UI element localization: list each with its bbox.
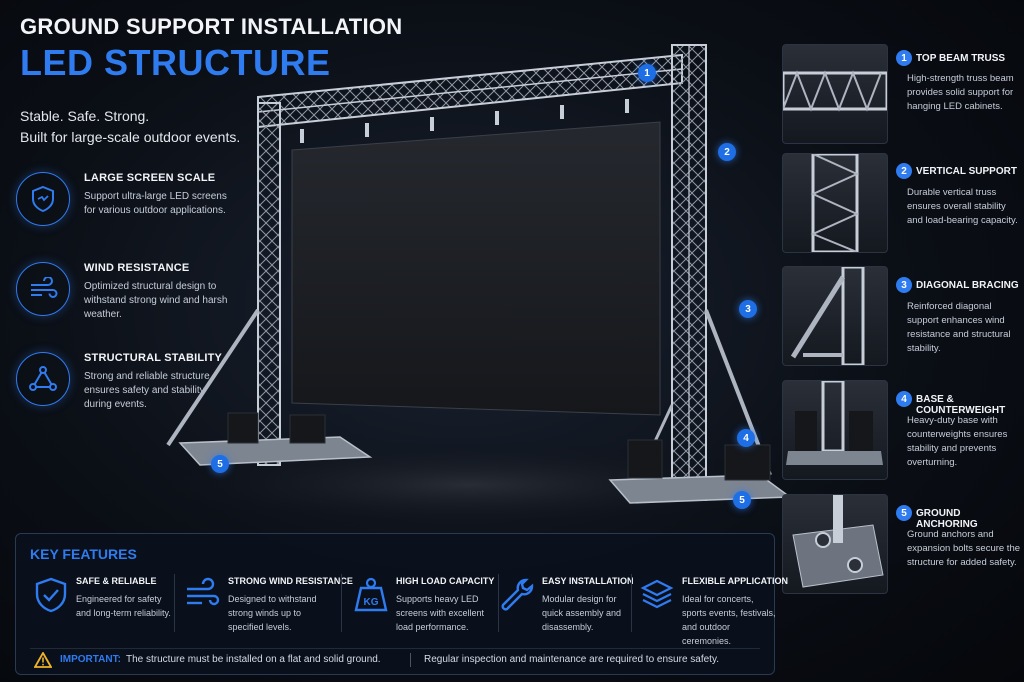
hanging-clamps	[300, 99, 629, 143]
left-diagonal-brace	[166, 308, 260, 447]
component-desc: High-strength truss beam provides solid …	[907, 73, 1014, 112]
tagline-secondary: Built for large-scale outdoor events.	[20, 129, 241, 145]
callout-marker: 2	[718, 143, 736, 161]
component-desc: Ground anchors and expansion bolts secur…	[907, 529, 1021, 568]
feature-title: WIND RESISTANCE	[84, 262, 190, 274]
wrench-icon	[501, 578, 534, 611]
component-image-diagonal	[782, 266, 888, 366]
component-number: 3	[896, 277, 912, 293]
feature-desc: Support ultra-large LED screens for vari…	[84, 191, 227, 216]
important-notice: IMPORTANT: The structure must be install…	[30, 648, 760, 669]
component-image-vertical	[782, 153, 888, 253]
component-desc: Durable vertical truss ensures overall s…	[907, 187, 1018, 226]
divider	[631, 574, 632, 632]
divider	[410, 653, 411, 667]
weight-kg-label: KG	[364, 597, 379, 608]
left-vertical-truss	[257, 102, 281, 466]
feature-title: STRUCTURAL STABILITY	[84, 352, 223, 364]
key-feature-title: HIGH LOAD CAPACITY	[396, 576, 495, 586]
key-features-title: KEY FEATURES	[30, 546, 137, 562]
component-title: VERTICAL SUPPORT	[916, 166, 1017, 177]
callout-marker: 5	[211, 455, 229, 473]
key-feature-flexible: FLEXIBLE APPLICATION Ideal for concerts,…	[632, 572, 788, 646]
feature-desc: Optimized structural design to withstand…	[84, 281, 228, 320]
key-feature-desc: Designed to withstand strong winds up to…	[228, 594, 317, 632]
feature-title: LARGE SCREEN SCALE	[84, 172, 216, 184]
key-feature-title: STRONG WIND RESISTANCE	[228, 576, 353, 586]
component-image-top-beam	[782, 44, 888, 144]
feature-structural-stability: STRUCTURAL STABILITY Strong and reliable…	[16, 352, 236, 432]
key-feature-load: KG HIGH LOAD CAPACITY Supports heavy LED…	[346, 572, 496, 642]
key-feature-desc: Ideal for concerts, sports events, festi…	[682, 594, 776, 646]
callout-marker: 3	[739, 300, 757, 318]
component-desc: Heavy-duty base with counterweights ensu…	[907, 415, 1008, 468]
triangle-nodes-icon	[16, 352, 70, 406]
divider	[498, 574, 499, 632]
component-title: BASE & COUNTERWEIGHT	[916, 394, 1006, 416]
key-feature-safe: SAFE & RELIABLE Engineered for safety an…	[26, 572, 176, 642]
feature-desc: Strong and reliable structure ensures sa…	[84, 371, 210, 410]
page-subtitle: LED STRUCTURE	[20, 42, 331, 83]
shield-check-icon	[35, 577, 67, 613]
component-number: 5	[896, 505, 912, 521]
component-image-anchoring	[782, 494, 888, 594]
key-feature-title: FLEXIBLE APPLICATION	[682, 576, 789, 586]
component-image-base	[782, 380, 888, 480]
callout-marker: 5	[733, 491, 751, 509]
key-feature-installation: EASY INSTALLATION Modular design for qui…	[492, 572, 642, 642]
feature-large-screen: LARGE SCREEN SCALE Support ultra-large L…	[16, 172, 236, 252]
callout-marker: 1	[638, 64, 656, 82]
component-title: GROUND ANCHORING	[916, 508, 978, 530]
component-number: 2	[896, 163, 912, 179]
tagline-primary: Stable. Safe. Strong.	[20, 108, 150, 124]
counterweights	[227, 412, 771, 481]
key-feature-desc: Supports heavy LED screens with excellen…	[396, 594, 485, 632]
layers-icon	[640, 579, 674, 609]
key-feature-desc: Engineered for safety and long-term reli…	[76, 594, 171, 618]
left-base-plate	[178, 436, 373, 466]
led-structure-illustration	[140, 44, 790, 530]
feature-wind-resistance: WIND RESISTANCE Optimized structural des…	[16, 262, 236, 342]
weight-kg-icon: KG	[354, 577, 388, 612]
divider	[341, 574, 342, 632]
component-number: 4	[896, 391, 912, 407]
key-features-panel: KEY FEATURES SAFE & RELIABLE Engineered …	[15, 533, 788, 675]
component-desc: Reinforced diagonal support enhances win…	[907, 301, 1011, 354]
key-feature-title: EASY INSTALLATION	[542, 576, 634, 586]
key-feature-wind: STRONG WIND RESISTANCE Designed to withs…	[178, 572, 353, 642]
component-number: 1	[896, 50, 912, 66]
key-feature-title: SAFE & RELIABLE	[76, 576, 157, 586]
important-text: The structure must be installed on a fla…	[126, 654, 381, 665]
callout-marker: 4	[737, 429, 755, 447]
page-title: GROUND SUPPORT INSTALLATION	[20, 14, 403, 39]
maintenance-text: Regular inspection and maintenance are r…	[424, 654, 719, 665]
key-feature-desc: Modular design for quick assembly and di…	[542, 594, 622, 632]
component-title: DIAGONAL BRACING	[916, 280, 1019, 291]
warning-icon	[34, 652, 52, 668]
important-label: IMPORTANT:	[60, 654, 121, 665]
component-title: TOP BEAM TRUSS	[916, 53, 1006, 64]
wind-icon	[16, 262, 70, 316]
wind-icon	[187, 577, 220, 606]
led-screen-panel	[291, 121, 661, 416]
divider	[174, 574, 175, 632]
shield-screen-icon	[16, 172, 70, 226]
